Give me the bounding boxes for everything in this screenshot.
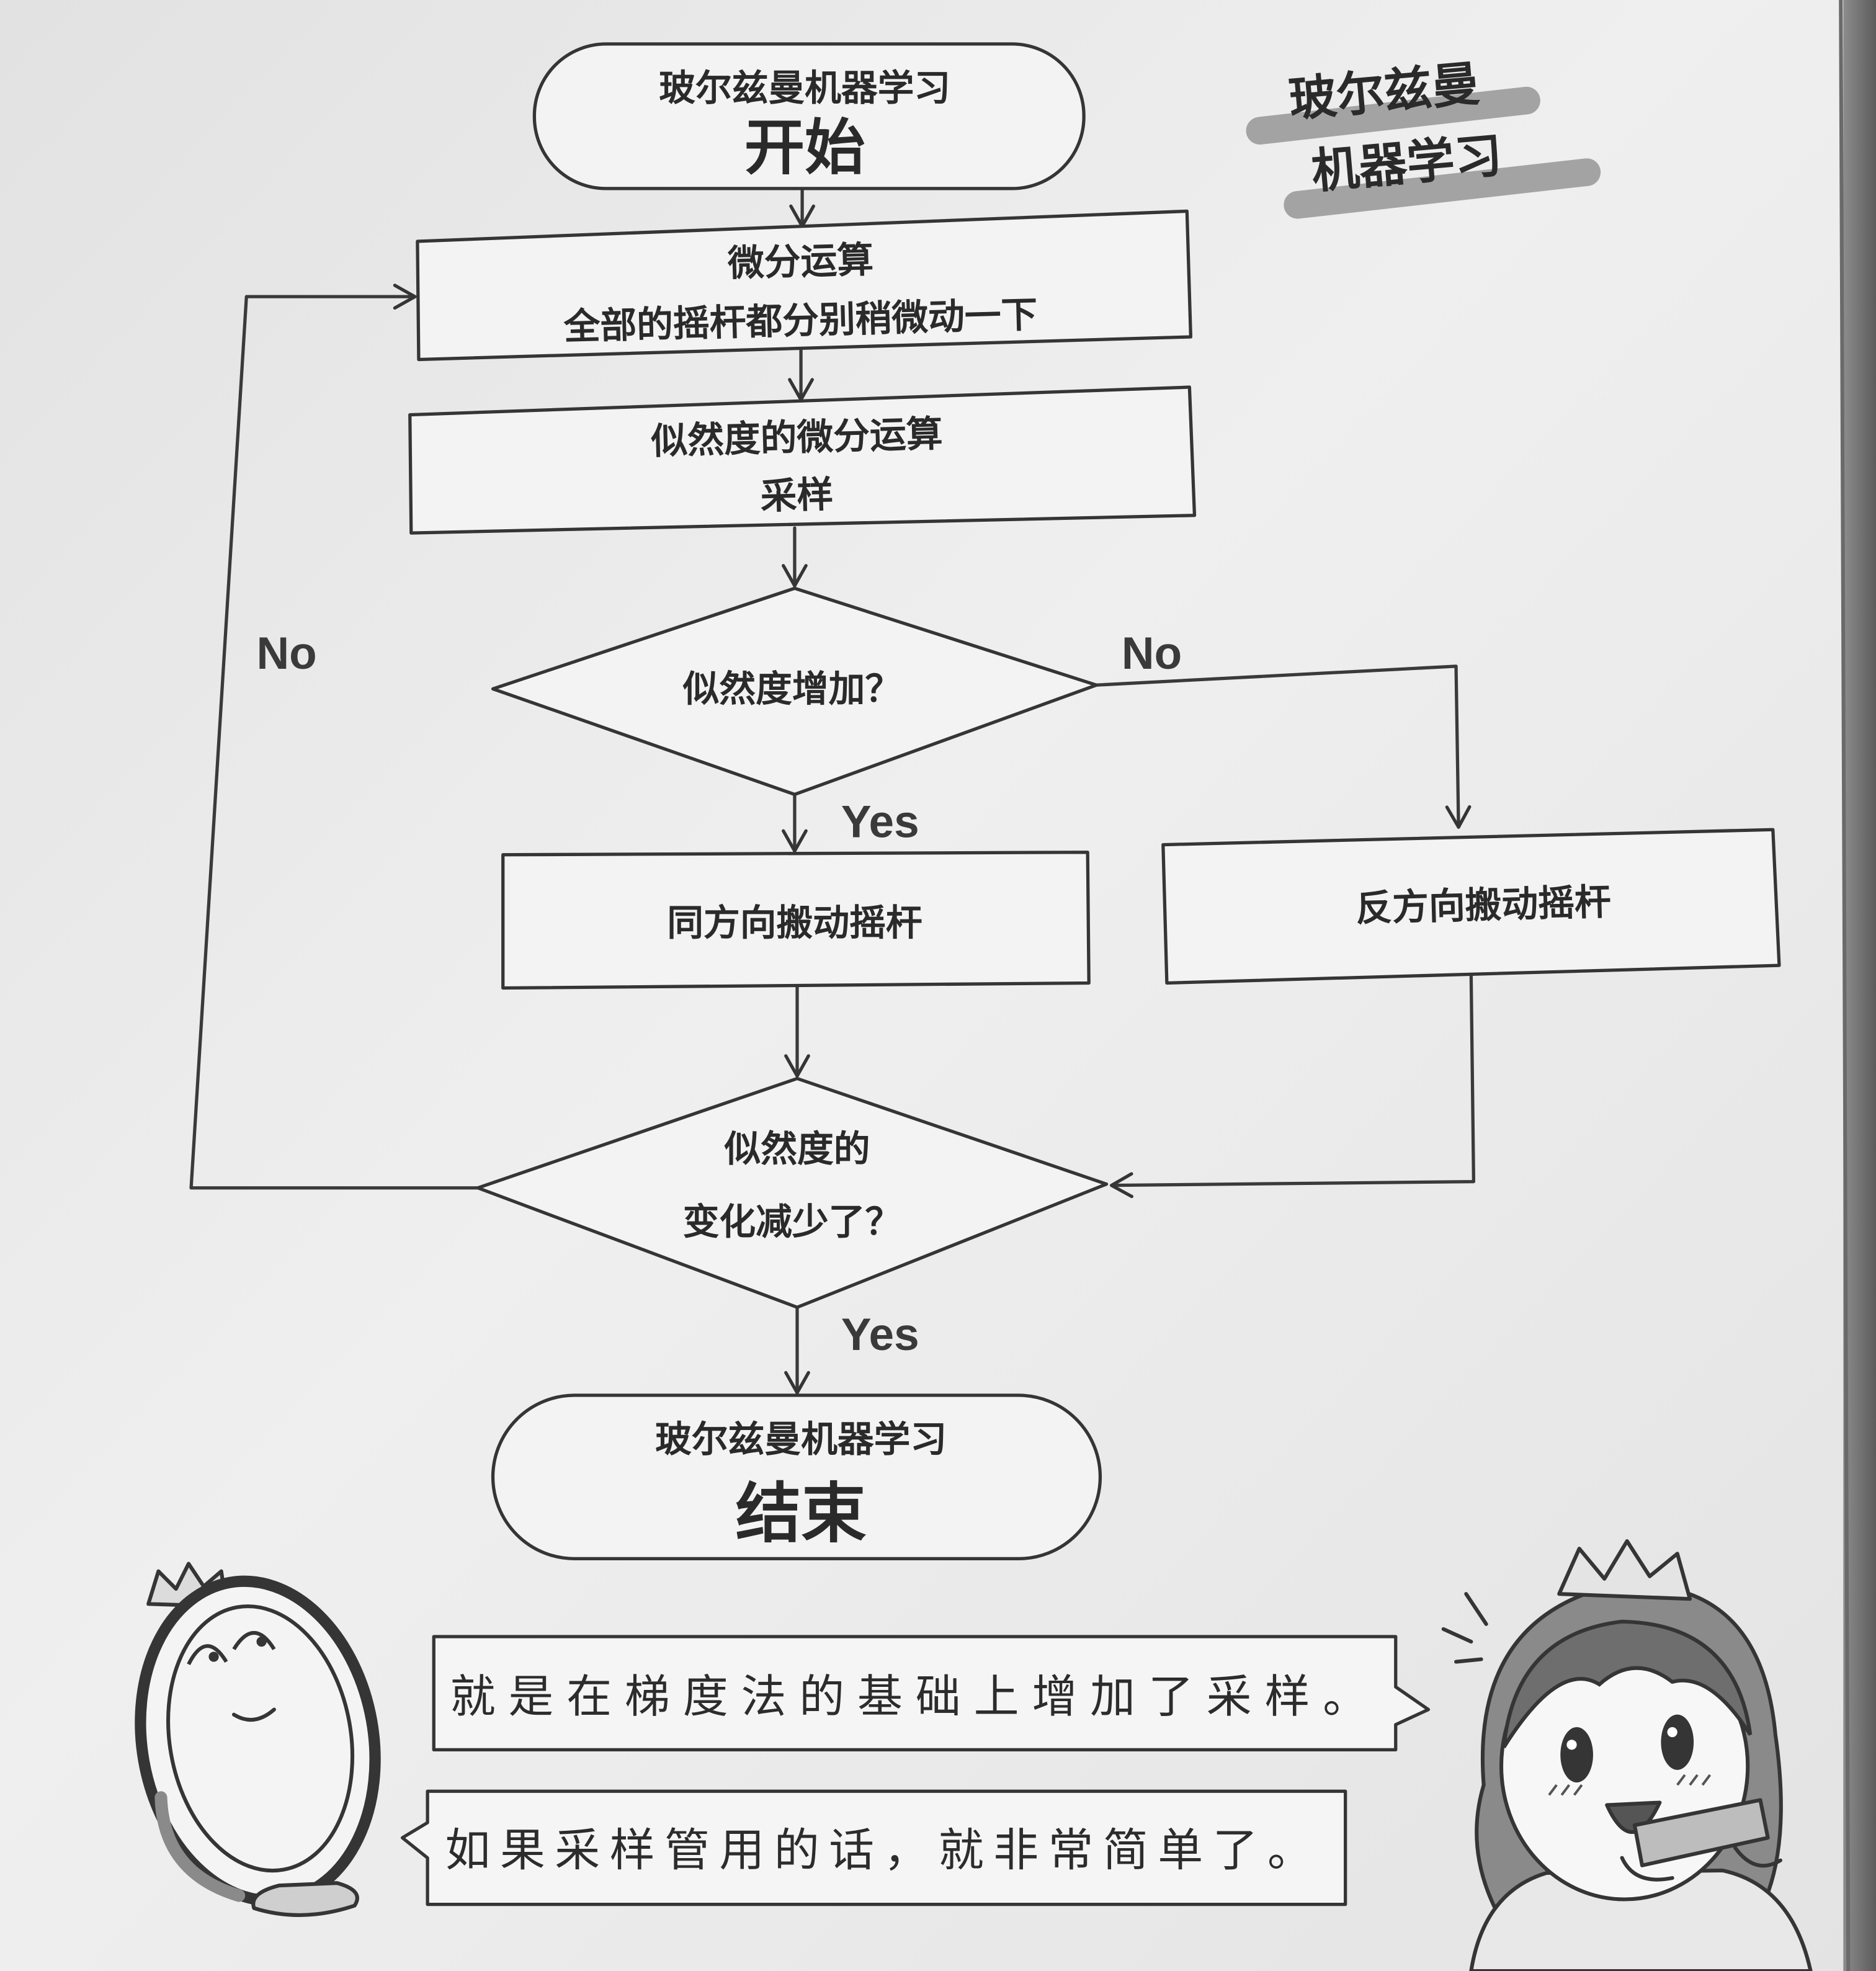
girl-eye-left bbox=[1560, 1727, 1593, 1783]
arrow-decision-change-no-loop bbox=[189, 284, 480, 1190]
end-terminal: 玻尔兹曼机器学习 结束 bbox=[491, 1393, 1102, 1561]
surprise-mark-2 bbox=[1441, 1627, 1473, 1644]
girl-blush-left bbox=[1548, 1784, 1583, 1796]
step-same-direction-text: 同方向搬动摇杆 bbox=[667, 901, 922, 944]
mirror-eye-left bbox=[187, 1644, 228, 1665]
step-opposite-direction-text: 反方向搬动摇杆 bbox=[1356, 880, 1612, 930]
step-likelihood-box bbox=[408, 385, 1197, 535]
girl-eye-left-highlight bbox=[1566, 1740, 1577, 1750]
end-title: 结束 bbox=[736, 1475, 867, 1552]
girl-tiara-icon bbox=[1557, 1539, 1692, 1601]
step-differentiate-line1: 微分运算 bbox=[726, 238, 874, 285]
girl-blush-right bbox=[1676, 1774, 1712, 1786]
girl-icon bbox=[1441, 1539, 1813, 1971]
decision-increase: 似然度增加？ Yes No bbox=[491, 586, 1182, 847]
corner-highlight-2 bbox=[1284, 158, 1601, 219]
mirror-frame-shading bbox=[154, 1791, 246, 1902]
mirror-pupil-right bbox=[256, 1637, 267, 1647]
arrow-decision-increase-no bbox=[1094, 664, 1472, 829]
decision-change-diamond bbox=[476, 1076, 1109, 1309]
page-edge-line bbox=[1839, 0, 1851, 1971]
step-differentiate: 微分运算 全部的摇杆都分别稍微动一下 bbox=[416, 209, 1193, 362]
step-same-direction: 同方向搬动摇杆 bbox=[501, 851, 1091, 990]
start-terminal: 玻尔兹曼机器学习 开始 bbox=[532, 42, 1086, 190]
step-likelihood-line1: 似然度的微分运算 bbox=[650, 412, 944, 462]
decision-increase-text: 似然度增加？ bbox=[682, 668, 902, 710]
decision-increase-no-label: No bbox=[1122, 628, 1182, 679]
step-likelihood-line2: 采样 bbox=[760, 473, 834, 517]
girl-dress bbox=[1469, 1868, 1813, 1971]
decision-increase-yes-label: Yes bbox=[841, 797, 919, 847]
step-differentiate-box bbox=[416, 209, 1193, 362]
decision-increase-diamond bbox=[491, 586, 1099, 797]
end-terminal-shape bbox=[491, 1393, 1102, 1561]
mirror-stand bbox=[251, 1881, 359, 1917]
arrow-opposite-direction-to-decision-change bbox=[1110, 973, 1476, 1199]
start-subtitle: 玻尔兹曼机器学习 bbox=[659, 66, 950, 109]
mirror-mouth bbox=[231, 1707, 276, 1722]
speech-bubble-2-shape bbox=[400, 1789, 1347, 1906]
decision-change-no-label: No bbox=[256, 628, 316, 679]
decision-change-line1: 似然度的 bbox=[723, 1127, 870, 1170]
surprise-mark-3 bbox=[1454, 1657, 1483, 1664]
speech-bubble-1: 就是在梯度法的基础上增加了采样。 bbox=[432, 1635, 1431, 1752]
corner-label: 玻尔兹曼 机器学习 bbox=[1246, 56, 1601, 219]
girl-eye-right bbox=[1661, 1714, 1694, 1770]
mirror-eye-right bbox=[232, 1631, 276, 1650]
end-subtitle: 玻尔兹曼机器学习 bbox=[655, 1418, 947, 1460]
mirror-icon bbox=[135, 1562, 381, 1917]
decision-change: 似然度的 变化减少了？ Yes No bbox=[256, 628, 1109, 1360]
corner-highlight-1 bbox=[1246, 86, 1540, 145]
step-likelihood: 似然度的微分运算 采样 bbox=[408, 385, 1197, 535]
girl-hands bbox=[1620, 1846, 1783, 1882]
mirror-pupil-left bbox=[208, 1651, 219, 1662]
girl-eye-right-highlight bbox=[1667, 1727, 1677, 1738]
decision-change-line2: 变化减少了？ bbox=[683, 1200, 902, 1243]
step-same-direction-box bbox=[501, 851, 1091, 990]
step-opposite-direction-box bbox=[1161, 828, 1781, 985]
hairbrush-icon bbox=[1632, 1798, 1770, 1867]
start-title: 开始 bbox=[744, 113, 865, 183]
decision-change-yes-label: Yes bbox=[841, 1310, 919, 1360]
step-opposite-direction: 反方向搬动摇杆 bbox=[1161, 828, 1781, 985]
start-terminal-shape bbox=[532, 42, 1086, 190]
girl-bangs bbox=[1502, 1619, 1753, 1748]
mirror-glass bbox=[166, 1604, 355, 1873]
speech-bubble-1-shape bbox=[432, 1635, 1431, 1752]
speech-bubble-2: 如果采样管用的话，就非常简单了。 bbox=[400, 1789, 1347, 1906]
flow-connectors bbox=[189, 187, 1476, 1395]
surprise-mark-1 bbox=[1464, 1592, 1488, 1626]
